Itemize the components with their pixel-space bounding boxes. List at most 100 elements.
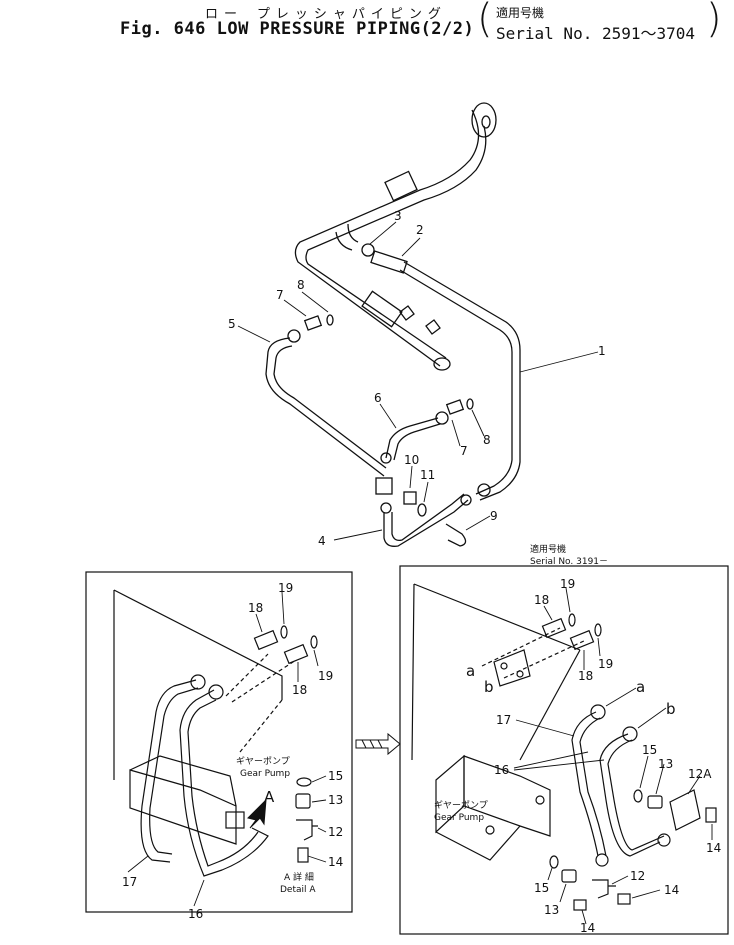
pipe-17-b [571, 711, 599, 857]
tank-plate-a [113, 589, 283, 780]
callout-2: 2 [416, 223, 424, 237]
callout-18-b-mid: 18 [578, 669, 593, 683]
detail-a-leaders [127, 591, 327, 907]
callout-12-a: 12 [328, 825, 343, 839]
pipe-4-inner [391, 493, 465, 542]
callout-15-b-bottom: 15 [534, 881, 549, 895]
port-flange-b [493, 649, 531, 687]
block-12a [669, 789, 701, 831]
pipe-5 [265, 337, 385, 477]
branch-stub [335, 223, 359, 251]
alignment-lines-a [225, 653, 297, 703]
hose-clamp [399, 305, 441, 335]
callout-17-a: 17 [122, 875, 137, 889]
callout-3: 3 [394, 209, 402, 223]
oring-15c [549, 855, 559, 869]
fitting-18b [283, 643, 309, 665]
serial-range: Serial No. 2591～3704 [496, 24, 696, 43]
pipe-end [433, 357, 451, 371]
callout-13-a: 13 [328, 793, 343, 807]
oring-8a [326, 314, 334, 326]
fitting-1-end-b [460, 494, 472, 506]
tank-plate-b [411, 583, 581, 761]
gear-pump-top-a [129, 755, 237, 807]
pipe-6 [385, 417, 439, 459]
oring-8b [466, 398, 474, 410]
detail-b-frame [399, 565, 729, 935]
callout-18-a-top: 18 [248, 601, 263, 615]
callout-14-a: 14 [328, 855, 343, 869]
detail-a-arrow [247, 798, 267, 829]
detail-a-drawing [113, 589, 318, 877]
main-exploded-view [265, 102, 521, 547]
callout-4: 4 [318, 534, 326, 548]
gear-pump-label-en-b: Gear Pump [434, 813, 484, 823]
title-japanese: ロー プレッシャパイピング [205, 7, 447, 22]
pipe-1-inner [403, 261, 521, 501]
pump-port-b2 [485, 825, 495, 835]
callout-14-b-right: 14 [706, 841, 721, 855]
tank-plate-b-edge [519, 649, 581, 761]
port-a-hole [500, 662, 508, 670]
callout-16-b: 16 [494, 763, 509, 777]
fitting-1-end [477, 483, 491, 497]
port-label-b-right: b [666, 700, 676, 718]
oring-19d [594, 623, 602, 637]
hose-9 [445, 523, 467, 547]
detail-b-callouts: 19 18 19 18 17 16 15 13 12A 14 15 13 12 … [434, 577, 721, 935]
oring-11 [417, 503, 427, 517]
fitting-6 [380, 452, 392, 464]
gear-pump-front-b [435, 754, 465, 834]
transition-arrow [355, 732, 401, 756]
callout-19-a-top: 19 [278, 581, 293, 595]
elbow-12b [592, 879, 616, 899]
gear-pump-base-b [435, 825, 521, 861]
callout-13-b-bottom: 13 [544, 903, 559, 917]
oring-19c [568, 613, 576, 627]
pipe-end-b3 [595, 853, 609, 867]
plug-14a [297, 847, 309, 863]
nut-13c [561, 869, 577, 883]
detail-a-callouts: 19 18 19 18 15 13 12 14 17 16 ギヤーポンプ Gea… [122, 581, 343, 921]
detail-a-letter: A [264, 788, 275, 806]
callout-19-b-top: 19 [560, 577, 575, 591]
nut-13a [295, 793, 311, 809]
serial-label-japanese: 適用号機 [496, 6, 545, 20]
port-label-a-right: a [636, 678, 645, 696]
hose-2 [370, 250, 408, 274]
callout-12a-b: 12A [688, 767, 712, 781]
elbow-fitting [375, 477, 393, 495]
oring-19b [310, 635, 318, 649]
detail-b-serial-en: Serial No. 3191－ [530, 557, 608, 567]
pipe-17-a [140, 679, 197, 863]
oring-15b [633, 789, 643, 803]
plug-14c [573, 899, 587, 911]
pipe-6-inner [393, 423, 441, 461]
pipe-end-a2 [208, 684, 224, 700]
serial-bracket-right: ) [706, 0, 722, 42]
detail-b-leaders [513, 587, 713, 925]
hose-sleeve [361, 290, 403, 328]
callout-11: 11 [420, 468, 435, 482]
pipe-end-a1 [190, 674, 206, 690]
detail-b-header: 適用号機 Serial No. 3191－ [530, 543, 608, 567]
nipple-7b [445, 399, 465, 415]
callout-16-a: 16 [188, 907, 203, 921]
pipe-16-b-inner [607, 739, 665, 851]
callout-12-b: 12 [630, 869, 645, 883]
callout-5: 5 [228, 317, 236, 331]
fitting-10 [403, 491, 417, 505]
port-label-b-left: b [484, 678, 494, 696]
callout-15-a: 15 [328, 769, 343, 783]
callout-17-b: 17 [496, 713, 511, 727]
callout-1: 1 [598, 344, 606, 358]
tank-flange [471, 102, 497, 138]
callout-15-b: 15 [642, 743, 657, 757]
pump-port-a [225, 811, 245, 829]
pipe-16-a [179, 689, 269, 877]
nipple-7a [303, 315, 323, 331]
serial-bracket-left: ( [477, 0, 493, 42]
pipe-end-b4 [657, 833, 671, 847]
